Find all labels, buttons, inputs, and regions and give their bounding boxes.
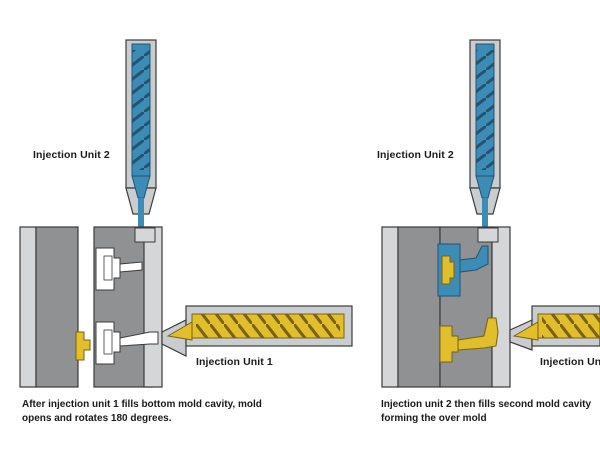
label-injection-unit-1-right: Injection Un xyxy=(540,356,600,368)
injection-unit-1-right xyxy=(509,305,600,351)
caption-right: Injection unit 2 then fills second mold … xyxy=(381,399,592,424)
mold-left xyxy=(19,226,163,388)
label-injection-unit-2-right: Injection Unit 2 xyxy=(377,149,454,161)
injection-unit-1-left xyxy=(161,305,353,357)
mold-right xyxy=(381,226,511,388)
right-panel xyxy=(381,39,600,388)
left-panel xyxy=(19,39,353,388)
label-injection-unit-1-left: Injection Unit 1 xyxy=(196,356,273,368)
label-injection-unit-2-left: Injection Unit 2 xyxy=(33,149,110,161)
injection-unit-2-right xyxy=(469,39,501,246)
caption-left: After injection unit 1 fills bottom mold… xyxy=(22,399,262,424)
injection-unit-2-left xyxy=(125,39,157,228)
